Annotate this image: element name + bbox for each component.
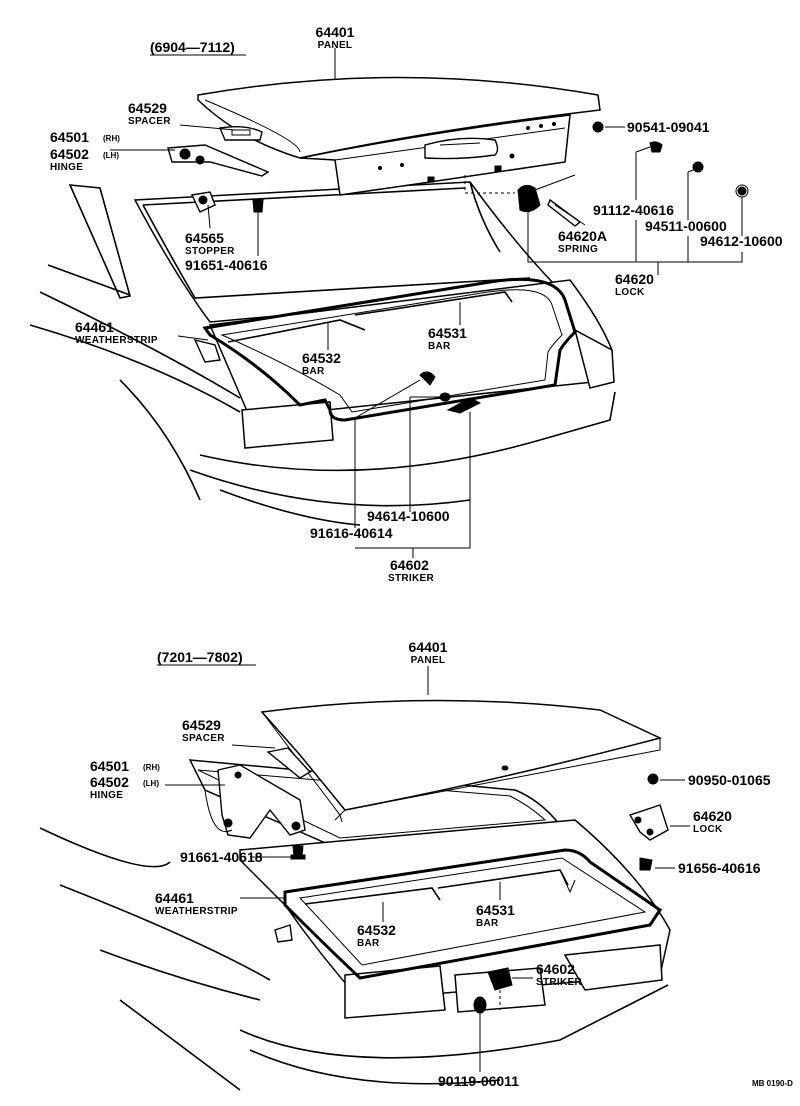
range-label-1: (6904—7112) — [150, 39, 235, 55]
bar-right-part-name-2: BAR — [476, 918, 499, 929]
bar-right-part-number-2: 64531 — [476, 902, 515, 918]
hinge-lh-side-2: (LH) — [143, 779, 159, 788]
figure-code: MB 0190-D — [752, 1079, 793, 1088]
hinge-part-name: HINGE — [50, 162, 83, 173]
plug-part-number: 90950-01065 — [688, 772, 771, 788]
hinge-part-name-2: HINGE — [90, 790, 123, 801]
spacer-part-name: SPACER — [128, 116, 171, 127]
lock-part-name: LOCK — [615, 287, 645, 298]
weatherstrip-2 — [274, 848, 663, 980]
weatherstrip-part-name: WEATHERSTRIP — [75, 335, 158, 346]
lock-part-number-2: 64620 — [693, 808, 732, 824]
hinge-rh-part-number-2: 64501 — [90, 758, 129, 774]
stopper-bolt-part-number: 91651-40616 — [185, 257, 268, 273]
weatherstrip-part-name-2: WEATHERSTRIP — [155, 906, 238, 917]
stopper-part-name: STOPPER — [185, 246, 235, 257]
bar-left-part-number-2: 64532 — [357, 922, 396, 938]
hinge-lh-part-number: 64502 — [50, 146, 89, 162]
spring-part-name: SPRING — [558, 244, 598, 255]
weatherstrip-1 — [193, 277, 577, 422]
stopper-1 — [190, 191, 264, 256]
trunk-panel-1 — [197, 76, 601, 196]
leaders-2 — [165, 666, 690, 1072]
lock-part-number: 64620 — [615, 271, 654, 287]
hinge-lh-part-number-2: 64502 — [90, 774, 129, 790]
leaders-1 — [110, 48, 743, 558]
striker-part-name: STRIKER — [388, 573, 434, 584]
lock-assembly-1 — [464, 121, 749, 227]
bar-right-part-name: BAR — [428, 341, 451, 352]
bar-left-part-number: 64532 — [302, 350, 341, 366]
panel-part-number-2: 64401 — [409, 639, 448, 655]
striker-part-name-2: STRIKER — [536, 977, 582, 988]
diagram-2: (7201—7802) 64401 PANEL 64529 SPACER 645… — [39, 639, 771, 1091]
spacer-part-name-2: SPACER — [182, 733, 225, 744]
panel-part-name: PANEL — [318, 40, 353, 51]
bar-right-part-number: 64531 — [428, 325, 467, 341]
striker-1 — [419, 371, 482, 414]
spacer-part-number-2: 64529 — [182, 717, 221, 733]
lock-assembly-2 — [628, 773, 669, 871]
striker-part-number-2: 64602 — [536, 961, 575, 977]
hinge-lh-side: (LH) — [103, 151, 119, 160]
diagram-1: (6904—7112) 64401 PANEL 64529 SPACER 645… — [29, 24, 783, 584]
range-label-2: (7201—7802) — [157, 649, 243, 665]
panel-part-number: 64401 — [316, 24, 355, 40]
spacer-part-number: 64529 — [128, 100, 167, 116]
washer-part-number: 94614-10600 — [367, 508, 450, 524]
lock-bolt-part-number: 91112-40616 — [593, 202, 674, 218]
nut1-part-number: 94511-00600 — [645, 218, 727, 234]
striker-2 — [473, 967, 513, 1014]
spring-part-number: 64620A — [558, 228, 607, 244]
hinge-rh-side: (RH) — [103, 134, 120, 143]
weatherstrip-part-number-2: 64461 — [155, 890, 194, 906]
stopper-part-number: 64565 — [185, 230, 224, 246]
nut2-part-number: 94612-10600 — [700, 233, 783, 249]
bar-left-part-name: BAR — [302, 366, 325, 377]
hinge-rh-part-number: 64501 — [50, 129, 89, 145]
striker-bolt-part-number: 91616-40614 — [310, 525, 393, 541]
weatherstrip-part-number: 64461 — [75, 319, 114, 335]
panel-part-name-2: PANEL — [411, 655, 446, 666]
striker-part-number: 64602 — [390, 557, 429, 573]
hinge-assembly-1 — [160, 125, 270, 177]
hinge-bolt-part-number: 91661-40618 — [180, 849, 263, 865]
bolt-part-number: 90541-09041 — [627, 119, 710, 135]
trunk-panel-2 — [260, 699, 663, 823]
striker-bolt-part-number-2: 90119-06011 — [438, 1073, 519, 1089]
lock-bolt-part-number-2: 91656-40616 — [678, 860, 761, 876]
hinge-rh-side-2: (RH) — [143, 763, 160, 772]
bar-left-part-name-2: BAR — [357, 938, 380, 949]
lock-part-name-2: LOCK — [693, 824, 723, 835]
